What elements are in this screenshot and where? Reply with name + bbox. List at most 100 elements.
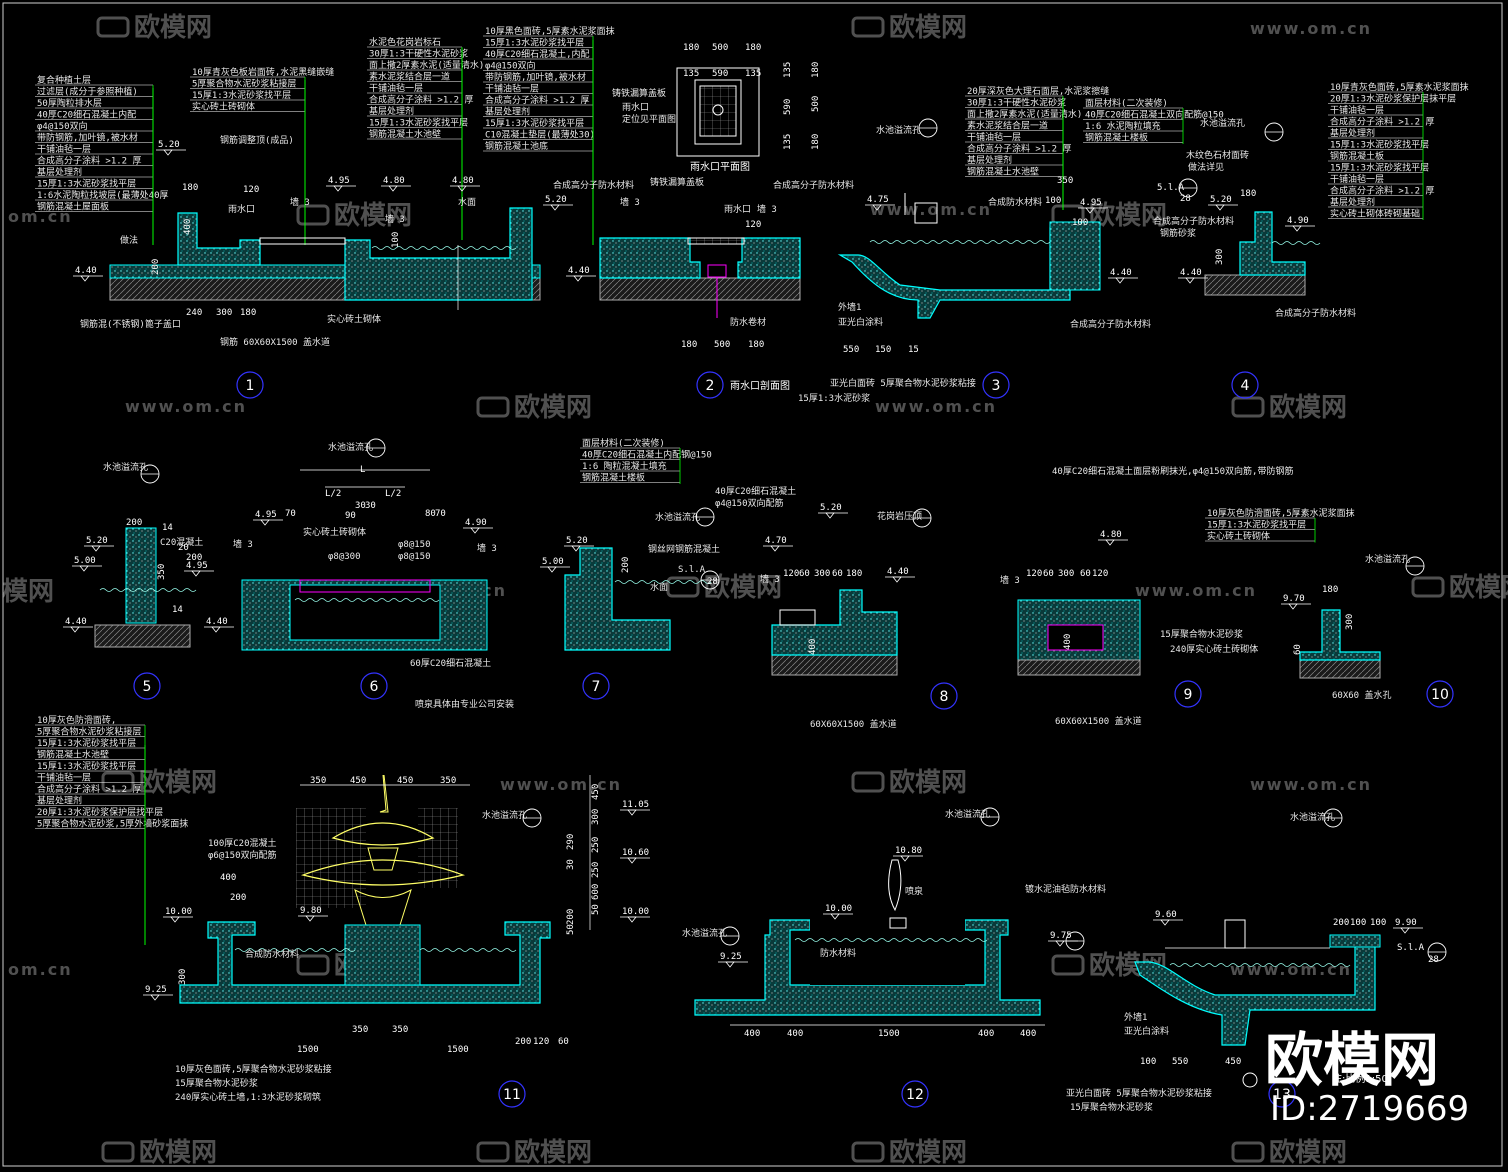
layer-label: 面上撒2厚素水泥(适量清水) — [967, 108, 1082, 120]
watermark-sofa-icon — [476, 1141, 510, 1163]
callout-label: 水池溢流孔 — [1365, 553, 1410, 565]
watermark-sofa-icon — [101, 771, 135, 793]
fountain-grid — [418, 808, 458, 888]
layer-label: 钢筋混凝土楼板 — [1085, 132, 1148, 144]
dimension: 400 — [183, 219, 193, 235]
inlet-plan-outer — [676, 67, 760, 157]
elevation-value: 4.40 — [568, 266, 590, 276]
elevation-marker — [1115, 277, 1125, 284]
callout-label: 雨水口 — [228, 203, 255, 215]
dimension: 200 — [230, 893, 246, 903]
callout-label: 水池溢流孔 — [655, 511, 700, 523]
detail-number-circle — [133, 672, 161, 700]
watermark-logo: 欧模网 — [101, 1137, 217, 1168]
dimension: 60 — [1293, 644, 1303, 655]
watermark-sofa-icon — [851, 1141, 885, 1163]
elevation-value: 4.95 — [1080, 198, 1102, 208]
fountain-lower-bowl — [300, 859, 466, 886]
watermark-url: www.om.cn — [870, 200, 992, 219]
wall-section — [771, 589, 898, 656]
layer-label: 5厚聚合物水泥砂浆,5厚外墙砂浆面抹 — [37, 818, 188, 830]
elevation-value: 4.80 — [383, 176, 405, 186]
dimension: 500 — [714, 340, 730, 350]
wall-section — [1299, 609, 1381, 661]
elevation-value: 4.75 — [867, 195, 889, 205]
layer-label: 合成高分子涂料 >1.2 厚 — [485, 94, 590, 106]
elevation-value: 10.80 — [895, 846, 922, 856]
callout-label: 水面 — [458, 196, 476, 208]
elevation-marker — [725, 961, 735, 968]
callout-label: 合成高分子防水材料 — [553, 179, 634, 191]
dimension: 450 — [397, 776, 413, 786]
dimension: 14 — [172, 605, 183, 615]
callout-label: C20混凝土 — [160, 536, 203, 548]
dimension: 180 — [811, 62, 821, 78]
layer-label: 钢筋混凝土水池壁 — [37, 749, 109, 761]
watermark-url: www.om.cn — [1250, 19, 1372, 38]
layer-label: 40厚C20细石混凝土,内配 — [485, 48, 590, 60]
callout-label: 亚光白面砖 5厚聚合物水泥砂浆粘接 — [1066, 1087, 1212, 1099]
material-mark: 墙 3 — [757, 203, 777, 215]
rebar-layer — [299, 579, 431, 593]
dimension: 100 — [1072, 218, 1088, 228]
scale-note: 注:比例1:50 — [1332, 1072, 1388, 1085]
detail-number: 10 — [1431, 687, 1449, 703]
watermark-text: 欧模网 — [1269, 392, 1347, 423]
section-caption: 雨水口剖面图 — [730, 379, 790, 392]
layer-label: 合成高分子涂料 >1.2 厚 — [1330, 185, 1435, 197]
layer-label: 15厚1:3水泥砂浆找平层 — [485, 117, 584, 129]
watermark-text: 欧模网 — [139, 1137, 217, 1168]
pool-coping — [1329, 934, 1381, 948]
layer-label: φ4@150双向 — [37, 120, 88, 132]
layer-label: 40厚C20细石混凝土双向配筋@150 — [1085, 109, 1224, 121]
dimension: 400 — [1063, 634, 1073, 650]
watermark-logo: 欧模网 — [851, 767, 967, 798]
layer-label: 干铺油毡一层 — [485, 83, 539, 95]
planter-wall — [177, 212, 261, 266]
detail-number-circle — [982, 371, 1010, 399]
callout-label: φ8@150 — [398, 540, 431, 550]
layer-label: 10厚黑色面砖,5厚素水泥浆面抹 — [485, 25, 615, 37]
elevation-value: 9.25 — [720, 952, 742, 962]
callout-label: 15厚聚合物水泥砂浆 — [1160, 628, 1243, 640]
layer-label: 10厚青灰色板岩面砖,水泥黑缝嵌缝 — [192, 66, 334, 78]
detail-number: 4 — [1241, 378, 1250, 394]
watermark-url: www.om.cn — [125, 397, 247, 416]
dimension: 300 — [1058, 569, 1074, 579]
dimension: 120 — [1026, 569, 1042, 579]
elevation-value: 9.60 — [1155, 910, 1177, 920]
dimension: 120 — [243, 185, 259, 195]
dimension: 350 — [310, 776, 326, 786]
watermark-logo: 欧模网 — [476, 392, 592, 423]
dimension: 200 — [566, 909, 576, 925]
dimension: 180 — [681, 340, 697, 350]
paving — [599, 237, 701, 279]
dimension: 100 — [1350, 918, 1366, 928]
layer-label: 钢筋混凝土楼板 — [582, 472, 645, 484]
elevation-marker — [1185, 277, 1195, 284]
dimension: 50 — [591, 904, 601, 915]
layer-label: 15厚1:3水泥砂浆找平层 — [485, 37, 584, 49]
callout-label: 外墙1 — [1124, 1011, 1147, 1023]
detail-11: 10厚灰色防滑面砖,5厚聚合物水泥砂浆粘接层15厚1:3水泥砂浆找平层钢筋混凝土… — [35, 698, 650, 1108]
dimension: 550 — [843, 345, 859, 355]
dimension: 1500 — [878, 1029, 900, 1039]
dimension: 300 — [178, 969, 188, 985]
watermark-text: 欧模网 — [334, 200, 412, 231]
material-mark: 墙 3 — [760, 573, 780, 585]
details-layer: 复合种植土层过滤层(成分于参照种植)50厚陶粒排水层40厚C20细石混凝土内配φ… — [35, 25, 1469, 1113]
material-mark: 墙 3 — [477, 542, 497, 554]
dimension: 28 — [707, 577, 718, 587]
callout-label: 100厚C20混凝土 — [208, 837, 277, 849]
layer-label: 基层处理剂 — [967, 154, 1012, 166]
elevation-marker — [892, 576, 902, 583]
callout-label: 钢筋混(不锈钢)篦子盖口 — [80, 318, 181, 330]
callout-label: 水池溢流孔 — [482, 809, 527, 821]
elevation-value: 5.20 — [86, 536, 108, 546]
elevation-value: 4.95 — [186, 561, 208, 571]
pool-section — [694, 919, 1041, 1016]
elevation-value: 9.70 — [1283, 594, 1305, 604]
layer-label: 钢筋混凝土水池壁 — [369, 128, 441, 140]
